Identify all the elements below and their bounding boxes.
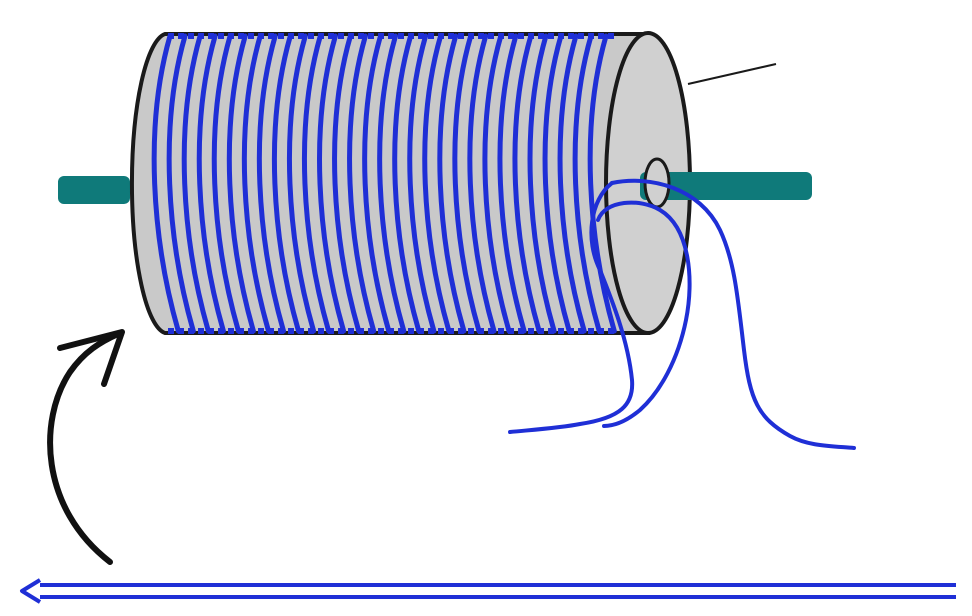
coil-turn (527, 33, 557, 334)
conductor-arrow-head (20, 578, 42, 604)
coil-turn (407, 33, 437, 334)
coil-turn (422, 33, 452, 334)
coil-turn (497, 33, 527, 334)
coil-turn (572, 33, 602, 334)
coil-turn (347, 33, 377, 334)
curved-arrow-up-icon (47, 331, 121, 565)
lead-wire (687, 63, 777, 85)
coil-turn (151, 33, 181, 334)
coil-turn (452, 33, 482, 334)
axle-left (58, 176, 130, 204)
cylinder-body (129, 32, 650, 335)
coil-turn (482, 33, 512, 334)
coil-turn (317, 33, 347, 334)
coil-turn (467, 33, 497, 334)
coil-turn (256, 33, 286, 334)
coil-turn (362, 33, 392, 334)
coil-turn (226, 33, 256, 334)
coil-turn (587, 33, 617, 334)
left-arrow-icon (20, 578, 956, 604)
coil-turn (166, 33, 196, 334)
curved-arrow-head (57, 329, 125, 387)
coil-turn (196, 33, 226, 334)
coil-turn (302, 33, 332, 334)
wire-end-loose-left (508, 181, 635, 434)
coil-turn (557, 33, 587, 334)
wire-end-loop (596, 200, 692, 428)
coil-turn (271, 33, 301, 334)
coil-turn (332, 33, 362, 334)
coil-turn (211, 33, 241, 334)
coil-windings (151, 33, 617, 334)
coil-turn (287, 33, 317, 334)
coil-turn (241, 33, 271, 334)
wire-end-loose-right (610, 178, 856, 450)
coil-turn (542, 33, 572, 334)
coil-turn (437, 33, 467, 334)
coil-turn (512, 33, 542, 334)
coil-turn (181, 33, 211, 334)
coil-turn (392, 33, 422, 334)
coil-turn (377, 33, 407, 334)
